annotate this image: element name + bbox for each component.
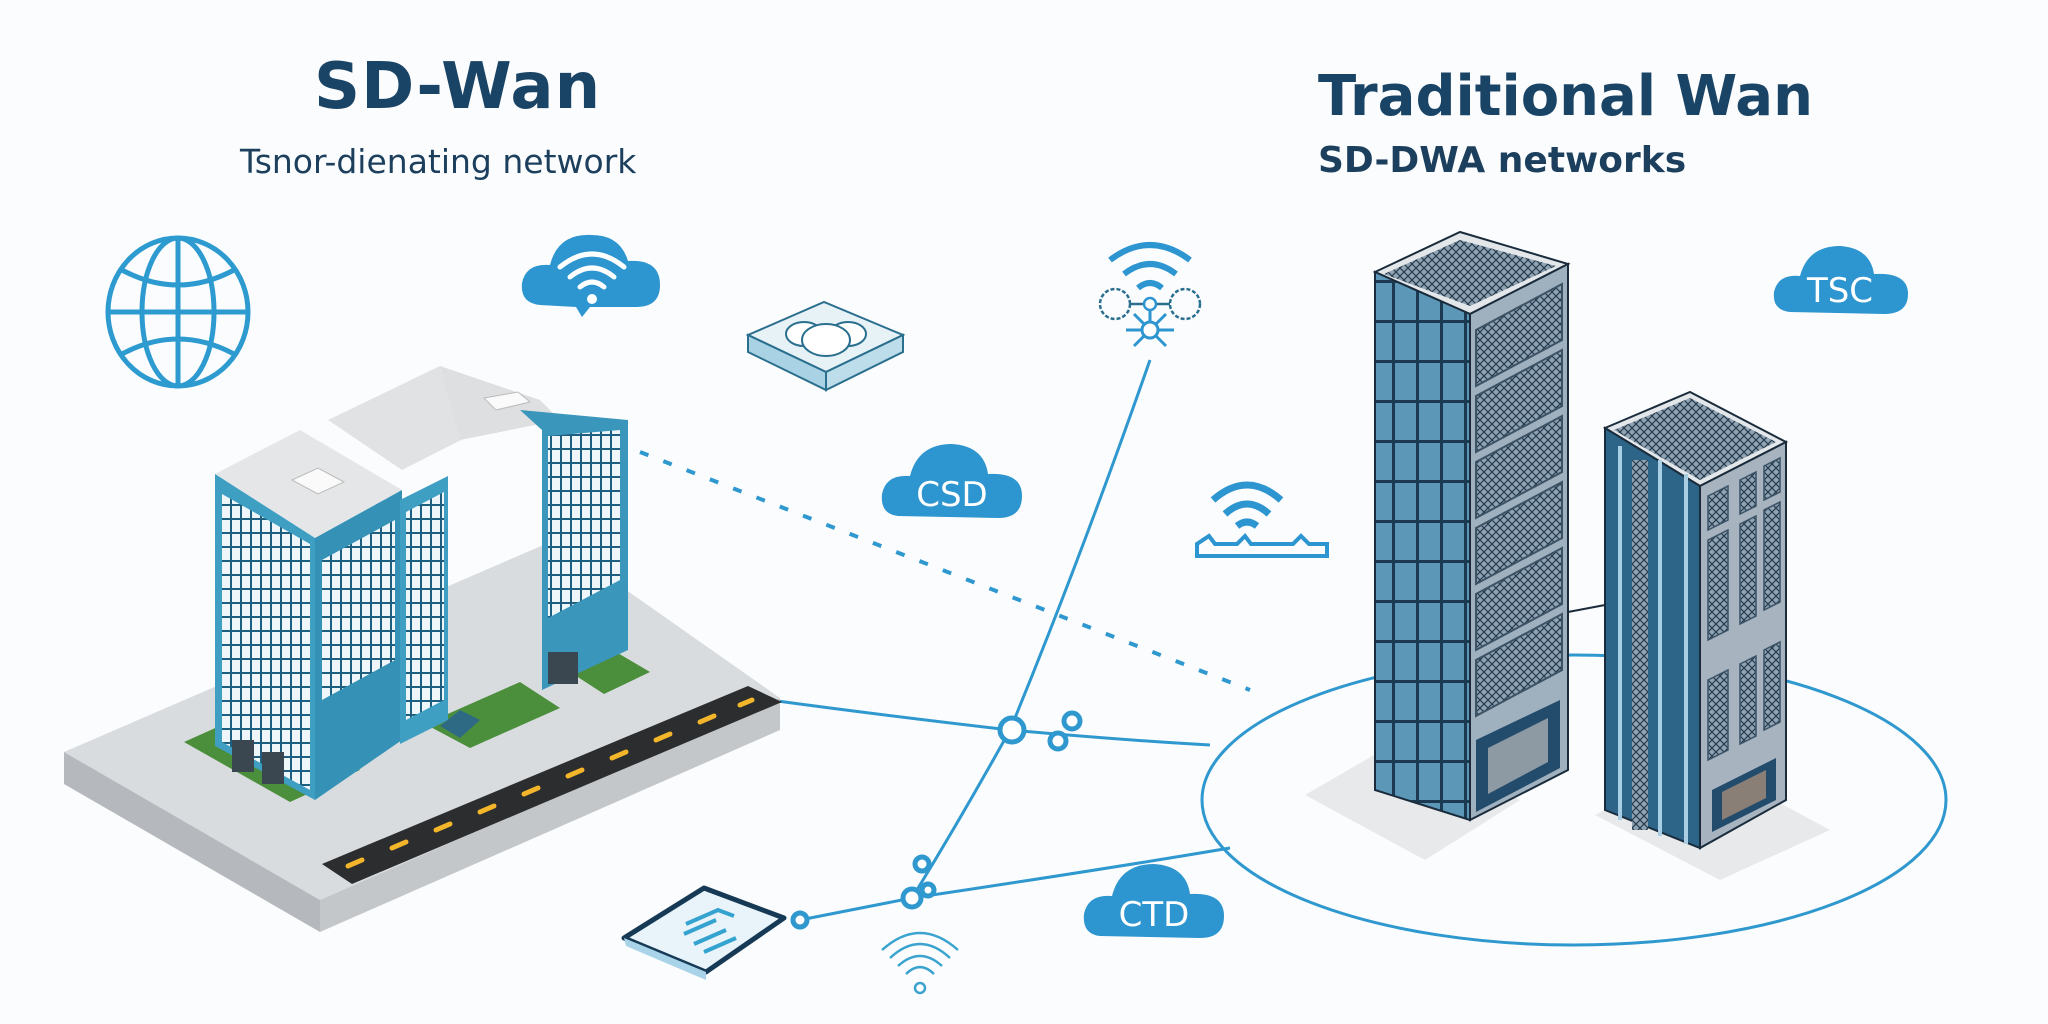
hub-nodes <box>790 710 1083 930</box>
wifi-node-icon <box>1098 242 1202 348</box>
cloud-label: TSC <box>1806 271 1873 311</box>
wifi-router-icon <box>1195 481 1329 558</box>
cloud-label: CTD <box>1119 895 1190 935</box>
cloud-tsc: TSC <box>1773 246 1908 314</box>
connection-lines <box>639 359 1948 947</box>
link-building-hub <box>769 698 1011 732</box>
cloud-label: CSD <box>916 475 988 515</box>
wifi-icon <box>881 931 959 995</box>
cloud-ctd: CTD <box>1083 864 1224 938</box>
link-hub-right <box>1009 728 1211 747</box>
dashed-link <box>639 450 1251 692</box>
cloud-wifi-icon <box>521 234 660 317</box>
link-top-down <box>1008 359 1152 731</box>
sd-wan-office-building <box>64 366 782 932</box>
link-hub-bottom <box>910 729 1012 899</box>
tower-link <box>1567 604 1606 613</box>
hub-node[interactable] <box>1061 710 1083 732</box>
hub-node[interactable] <box>919 881 937 899</box>
link-tablet <box>799 846 1231 922</box>
traditional-wan-subtitle: SD-DWA networks <box>1318 140 1687 181</box>
sd-wan-title: SD-Wan <box>314 50 602 124</box>
globe-icon <box>105 235 251 389</box>
hub-node[interactable] <box>997 715 1027 745</box>
road-markings <box>345 697 755 869</box>
tablet-device-icon <box>621 885 787 980</box>
sd-wan-subtitle: Tsnor-dienating network <box>240 142 637 181</box>
hub-node[interactable] <box>900 886 924 910</box>
facade-panels <box>1475 282 1563 718</box>
cloud-csd: CSD <box>881 444 1022 518</box>
hub-node[interactable] <box>912 854 932 874</box>
hub-node[interactable] <box>1047 730 1069 752</box>
traditional-wan-towers <box>1305 230 1830 880</box>
traditional-wan-title: Traditional Wan <box>1318 64 1813 129</box>
router-icon <box>745 300 906 392</box>
hub-node[interactable] <box>790 910 810 930</box>
campus-ring <box>1200 653 1948 947</box>
